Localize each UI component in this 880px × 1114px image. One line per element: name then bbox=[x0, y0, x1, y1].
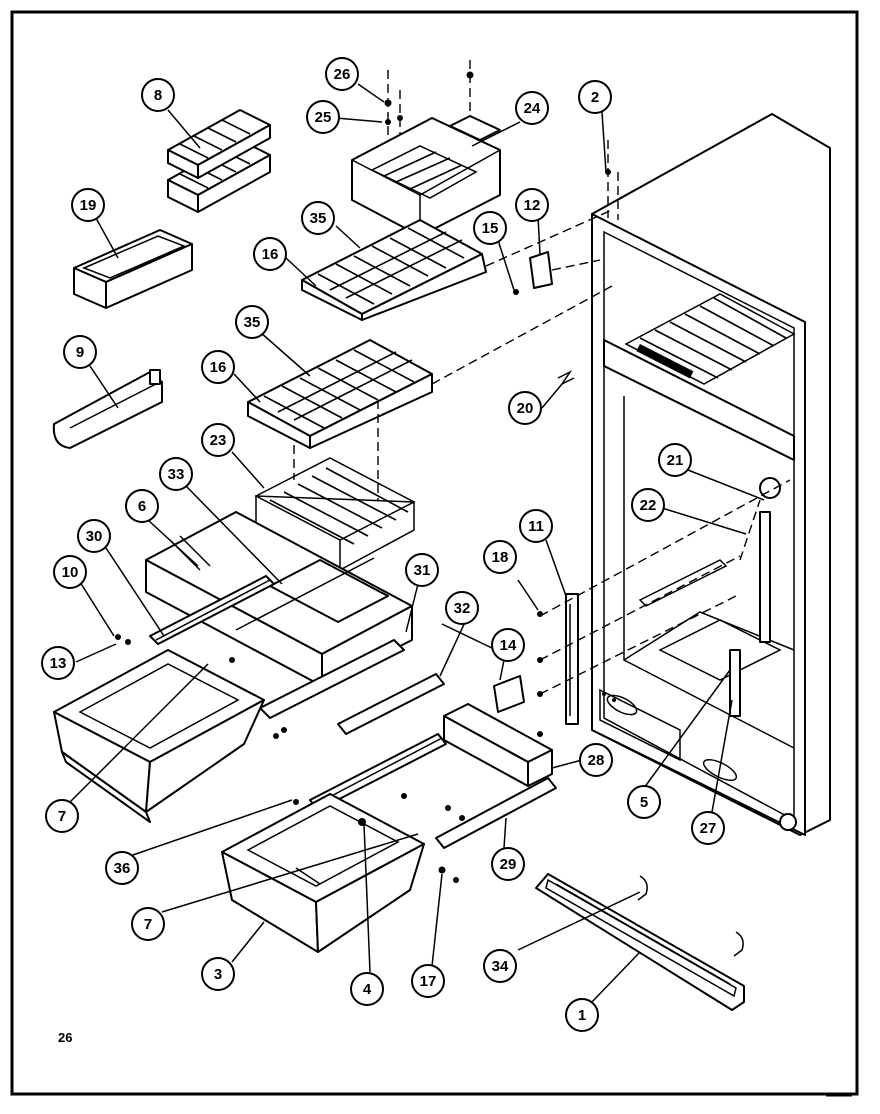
callout-24: 24 bbox=[515, 91, 549, 125]
callout-5: 5 bbox=[627, 785, 661, 819]
ice-trays bbox=[167, 109, 271, 213]
svg-text:16: 16 bbox=[262, 246, 279, 263]
leader-lines bbox=[67, 83, 765, 1005]
callout-15: 15 bbox=[473, 211, 507, 245]
kick-grille bbox=[535, 873, 745, 1011]
svg-text:26: 26 bbox=[334, 66, 351, 83]
callout-22: 22 bbox=[631, 488, 665, 522]
callout-16b: 16 bbox=[201, 350, 235, 384]
svg-text:23: 23 bbox=[210, 432, 227, 449]
door-rail bbox=[52, 369, 163, 449]
storage-bin bbox=[73, 229, 193, 309]
callout-9: 9 bbox=[63, 335, 97, 369]
svg-text:15: 15 bbox=[482, 220, 499, 237]
callout-23: 23 bbox=[201, 423, 235, 457]
callout-6: 6 bbox=[125, 489, 159, 523]
callout-25: 25 bbox=[306, 100, 340, 134]
svg-text:10: 10 bbox=[62, 564, 79, 581]
svg-text:7: 7 bbox=[144, 916, 152, 933]
lower-freezer-shelf bbox=[247, 209, 613, 500]
callout-31: 31 bbox=[405, 553, 439, 587]
callout-19: 19 bbox=[71, 188, 105, 222]
page-number: 26 bbox=[58, 1030, 72, 1045]
svg-text:5: 5 bbox=[640, 794, 648, 811]
callout-10: 10 bbox=[53, 555, 87, 589]
callout-16a: 16 bbox=[253, 237, 287, 271]
svg-text:6: 6 bbox=[138, 498, 146, 515]
freezer-shelf-grid bbox=[624, 293, 796, 385]
svg-text:19: 19 bbox=[80, 197, 97, 214]
callout-32: 32 bbox=[445, 591, 479, 625]
callout-20: 20 bbox=[508, 391, 542, 425]
callout-13: 13 bbox=[41, 646, 75, 680]
callout-35a: 35 bbox=[301, 201, 335, 235]
callout-1: 1 bbox=[565, 998, 599, 1032]
svg-text:14: 14 bbox=[500, 637, 517, 654]
callout-11: 11 bbox=[519, 509, 553, 543]
svg-text:2: 2 bbox=[591, 89, 599, 106]
svg-text:18: 18 bbox=[492, 549, 509, 566]
svg-text:3: 3 bbox=[214, 966, 222, 983]
svg-text:33: 33 bbox=[168, 466, 185, 483]
svg-text:11: 11 bbox=[528, 518, 544, 535]
svg-text:31: 31 bbox=[414, 562, 431, 579]
svg-text:13: 13 bbox=[50, 655, 67, 672]
ice-bucket-assembly bbox=[351, 60, 501, 237]
callout-7b: 7 bbox=[131, 907, 165, 941]
svg-text:4: 4 bbox=[363, 981, 372, 998]
svg-text:35: 35 bbox=[310, 210, 327, 227]
svg-text:1: 1 bbox=[578, 1007, 586, 1024]
callout-35b: 35 bbox=[235, 305, 269, 339]
callout-14: 14 bbox=[491, 628, 525, 662]
svg-text:28: 28 bbox=[588, 752, 605, 769]
svg-text:20: 20 bbox=[517, 400, 534, 417]
cabinet-hardware bbox=[513, 140, 791, 737]
svg-text:35: 35 bbox=[244, 314, 261, 331]
svg-text:9: 9 bbox=[76, 344, 84, 361]
callout-27: 27 bbox=[691, 811, 725, 845]
svg-text:17: 17 bbox=[420, 973, 437, 990]
svg-text:21: 21 bbox=[667, 452, 684, 469]
upper-crisper-drawer bbox=[53, 575, 405, 823]
callout-21: 21 bbox=[658, 443, 692, 477]
upper-freezer-shelf bbox=[301, 219, 487, 321]
callout-2: 2 bbox=[578, 80, 612, 114]
callout-29: 29 bbox=[491, 847, 525, 881]
lower-crisper-drawer bbox=[221, 793, 425, 953]
svg-text:22: 22 bbox=[640, 497, 657, 514]
callouts: 1 2 3 4 5 6 7 7 8 9 10 11 12 13 14 15 16… bbox=[41, 57, 725, 1032]
svg-text:27: 27 bbox=[700, 820, 717, 837]
wire-basket bbox=[254, 457, 416, 571]
page-border bbox=[10, 10, 859, 1096]
callout-34: 34 bbox=[483, 949, 517, 983]
svg-text:12: 12 bbox=[524, 197, 541, 214]
callout-18: 18 bbox=[483, 540, 517, 574]
svg-text:7: 7 bbox=[58, 808, 66, 825]
svg-text:34: 34 bbox=[492, 958, 509, 975]
callout-8: 8 bbox=[141, 78, 175, 112]
svg-text:8: 8 bbox=[154, 87, 162, 104]
refrigerator-cabinet bbox=[591, 113, 831, 836]
svg-text:29: 29 bbox=[500, 856, 517, 873]
svg-text:25: 25 bbox=[315, 109, 332, 126]
callout-3: 3 bbox=[201, 957, 235, 991]
callout-7a: 7 bbox=[45, 799, 79, 833]
svg-text:16: 16 bbox=[210, 359, 227, 376]
svg-text:30: 30 bbox=[86, 528, 103, 545]
callout-33: 33 bbox=[159, 457, 193, 491]
callout-4: 4 bbox=[350, 972, 384, 1006]
svg-text:32: 32 bbox=[454, 600, 471, 617]
svg-text:24: 24 bbox=[524, 100, 541, 117]
callout-30: 30 bbox=[77, 519, 111, 553]
callout-26: 26 bbox=[325, 57, 359, 91]
callout-28: 28 bbox=[579, 743, 613, 777]
callout-36: 36 bbox=[105, 851, 139, 885]
callout-12: 12 bbox=[515, 188, 549, 222]
svg-text:36: 36 bbox=[114, 860, 131, 877]
callout-17: 17 bbox=[411, 964, 445, 998]
